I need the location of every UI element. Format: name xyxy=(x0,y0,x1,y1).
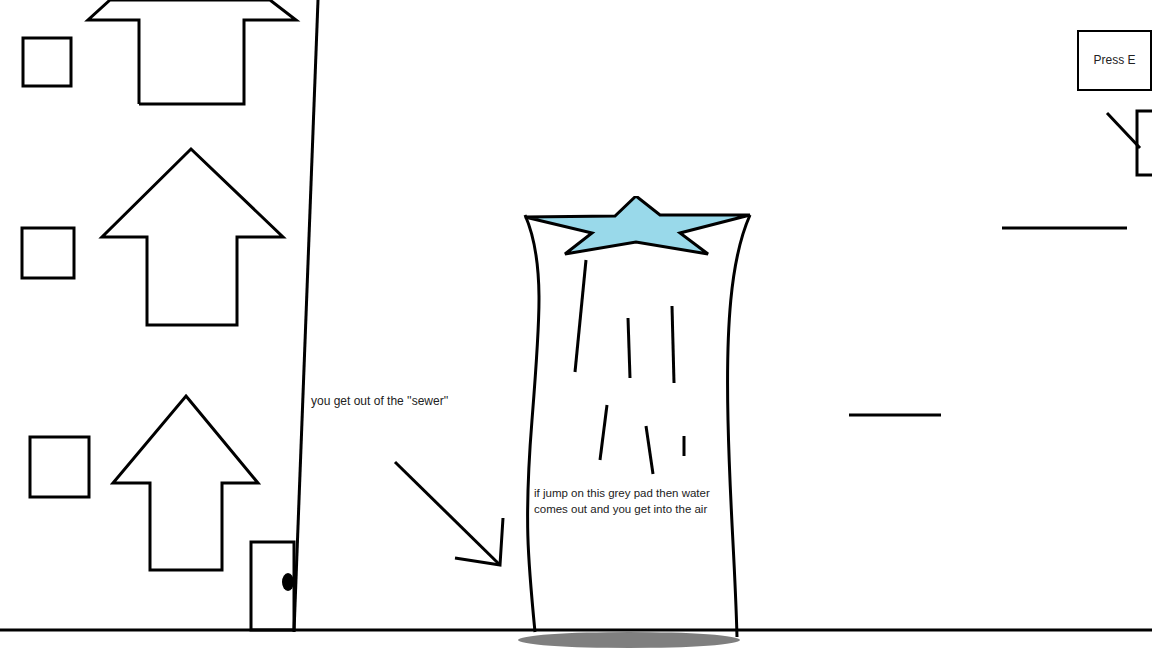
window xyxy=(30,437,89,497)
water-column: if jump on this grey pad then water come… xyxy=(520,196,754,640)
note-label: you get out of the ''sewer'' xyxy=(311,394,448,408)
water-streak xyxy=(672,306,674,383)
grey-pad xyxy=(518,632,740,648)
door-knob xyxy=(282,573,294,591)
water-star xyxy=(525,196,750,254)
arrow-head xyxy=(455,518,503,565)
column-outline xyxy=(520,196,754,640)
prompt-box: Press E xyxy=(1077,30,1152,91)
interact-box xyxy=(1137,111,1152,175)
water-streak xyxy=(575,260,586,372)
column-side xyxy=(728,215,750,637)
up-arrow xyxy=(88,0,296,104)
pointer-arrow xyxy=(395,462,500,565)
up-arrow xyxy=(113,396,258,570)
water-streak xyxy=(646,426,653,474)
window xyxy=(22,228,74,278)
building-wall xyxy=(294,0,318,632)
up-arrow xyxy=(102,149,283,325)
water-streak xyxy=(628,318,630,378)
key-prompt: Press E xyxy=(1093,52,1135,68)
pad-note: if jump on this grey pad then water come… xyxy=(534,486,746,517)
water-streak xyxy=(600,405,607,460)
platform xyxy=(849,414,941,417)
door xyxy=(251,542,294,630)
ground-line xyxy=(0,629,1152,632)
window xyxy=(23,38,71,86)
pointer-line xyxy=(1107,113,1140,148)
platform xyxy=(1002,227,1127,230)
column-side xyxy=(525,215,539,632)
water-streak xyxy=(683,436,686,456)
